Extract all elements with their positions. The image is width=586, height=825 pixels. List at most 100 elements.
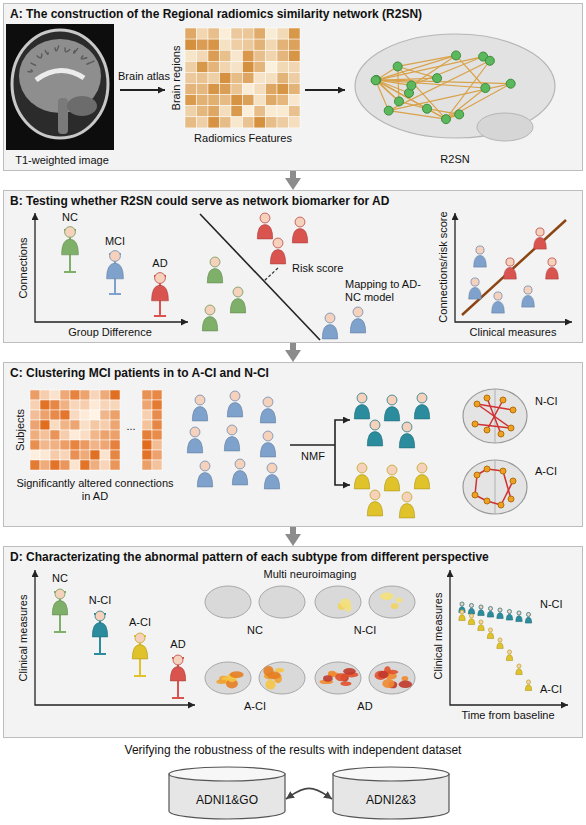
heatmap-cell xyxy=(142,390,152,400)
heatmap-cell xyxy=(80,400,90,410)
atrophy-patch xyxy=(380,593,394,601)
atrophy-patch xyxy=(402,676,409,681)
mri-skull xyxy=(12,30,108,138)
feature-cell xyxy=(266,50,278,61)
person-body xyxy=(487,633,493,639)
person-body xyxy=(516,616,522,622)
person-icon xyxy=(260,397,275,423)
mri-gyrus xyxy=(37,53,42,57)
feature-cell xyxy=(254,95,266,106)
altered-connection xyxy=(487,400,503,430)
flow-connector xyxy=(290,171,296,180)
region-node xyxy=(472,492,478,498)
person-body xyxy=(292,229,307,243)
heatmap-cell xyxy=(50,440,60,450)
person-icon xyxy=(478,605,484,616)
atrophy-patch xyxy=(378,671,389,679)
subtype-label: N-CI xyxy=(535,395,558,408)
group-label: A-CI xyxy=(244,700,266,713)
group-label: N-CI xyxy=(354,624,377,637)
axis-label: Subjects xyxy=(14,409,27,451)
axis-label: Significantly altered connections in AD xyxy=(15,477,175,503)
feature-cell xyxy=(208,95,220,106)
network-node xyxy=(384,106,393,115)
flow-connector xyxy=(290,527,296,536)
heatmap-cell xyxy=(50,410,60,420)
person-head xyxy=(260,213,270,223)
heatmap-cell xyxy=(80,430,90,440)
network-node xyxy=(506,79,515,88)
axis-label: Group Difference xyxy=(68,326,152,339)
feature-cell xyxy=(231,84,243,95)
person-head xyxy=(476,246,484,254)
person-body xyxy=(197,473,212,487)
feature-cell xyxy=(277,28,289,39)
feature-cell xyxy=(231,72,243,83)
feature-cell xyxy=(266,95,278,106)
feature-cell xyxy=(208,117,220,128)
person-body xyxy=(264,475,279,489)
person-body xyxy=(367,502,382,516)
axis-label: Brain regions xyxy=(170,46,183,111)
heatmap-cell xyxy=(110,400,120,410)
person-icon xyxy=(497,608,503,619)
flow-arrow xyxy=(120,89,165,91)
split-stem xyxy=(290,444,335,446)
heatmap-cell xyxy=(70,440,80,450)
feature-cell xyxy=(208,28,220,39)
region-node xyxy=(500,468,506,474)
person-head xyxy=(263,397,273,407)
person-head xyxy=(370,490,380,500)
heatmap-cell xyxy=(100,450,110,460)
person-head xyxy=(517,664,521,668)
feature-cell xyxy=(197,28,209,39)
person-icon xyxy=(487,606,493,617)
atrophy-patch xyxy=(396,597,402,602)
heatmap-cell xyxy=(142,400,152,410)
atrophy-patch xyxy=(230,671,244,678)
person-body xyxy=(224,437,239,451)
person-icon xyxy=(92,611,107,637)
network-node xyxy=(433,74,442,83)
feature-cell xyxy=(185,106,197,117)
heatmap-cell xyxy=(80,450,90,460)
person-icon xyxy=(197,461,212,487)
network-node xyxy=(455,110,464,119)
feature-cell xyxy=(185,84,197,95)
person-icon xyxy=(469,278,482,299)
person-head xyxy=(494,292,502,300)
person-body xyxy=(497,643,503,649)
person-head xyxy=(498,608,502,612)
heatmap-cell xyxy=(60,390,70,400)
brain-surface xyxy=(369,586,415,618)
region-node xyxy=(474,472,480,478)
person-icon xyxy=(292,217,307,243)
network-edge xyxy=(376,55,456,80)
person-body xyxy=(506,614,512,620)
panel-heading: A: The construction of the Regional radi… xyxy=(4,4,428,24)
person-body xyxy=(474,255,487,267)
heatmap-cell xyxy=(100,460,110,470)
panel-heading: D: Characterizating the abnormal pattern… xyxy=(4,547,495,567)
atrophy-patch xyxy=(343,668,356,675)
feature-cell xyxy=(208,50,220,61)
feature-cell xyxy=(243,28,255,39)
heatmap-cell xyxy=(40,460,50,470)
heatmap-cell xyxy=(70,410,80,420)
person-body xyxy=(367,432,382,446)
person-head xyxy=(233,287,243,297)
chart-axis xyxy=(455,213,572,322)
heatmap-cell xyxy=(100,420,110,430)
feature-cell xyxy=(185,28,197,39)
feature-cell xyxy=(289,84,301,95)
person-head xyxy=(460,602,464,606)
feature-cell xyxy=(266,117,278,128)
person-head xyxy=(230,391,240,401)
feature-cell xyxy=(254,117,266,128)
person-icon xyxy=(504,258,517,279)
person-icon xyxy=(227,391,242,417)
network-edge xyxy=(389,111,446,120)
person-icon xyxy=(399,492,414,518)
person-body xyxy=(107,263,124,279)
dataset-name: ADNI1&GO xyxy=(196,793,258,807)
